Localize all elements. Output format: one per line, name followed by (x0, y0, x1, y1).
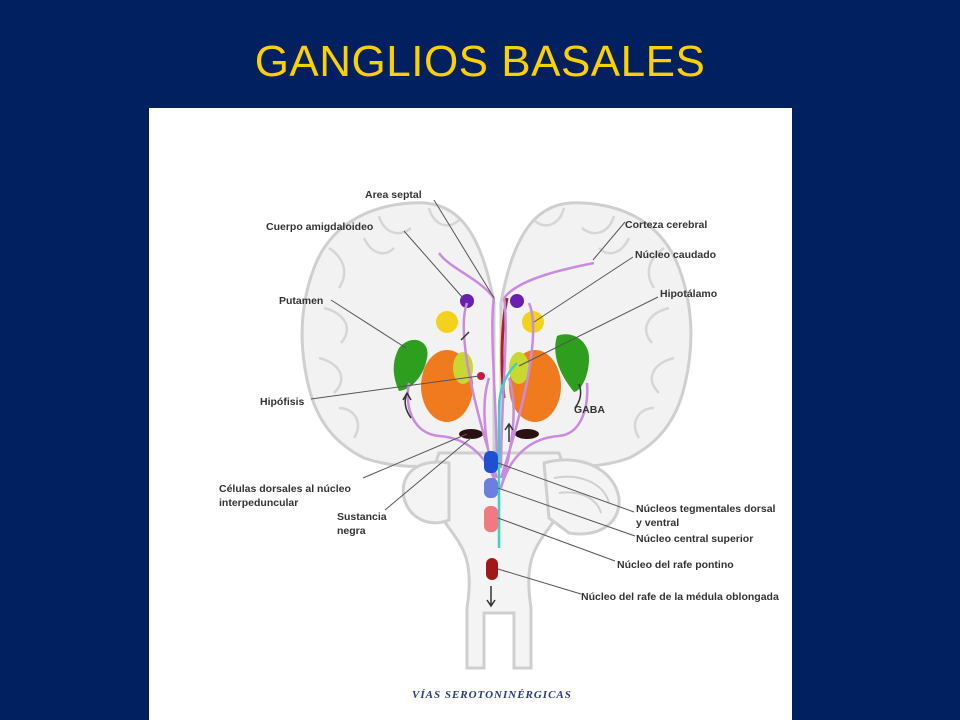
label-putamen: Putamen (279, 295, 323, 307)
putamen-right (555, 334, 589, 392)
purple-pathways (406, 252, 595, 489)
label-nucleo-caudado: Núcleo caudado (635, 249, 716, 261)
teal-pathway (497, 362, 518, 548)
putamen-left (393, 339, 428, 391)
direction-arrows (402, 331, 582, 608)
label-nucleo-rafe-pontino: Núcleo del rafe pontino (617, 559, 734, 571)
hypophysis (477, 372, 485, 380)
label-nucleos-tegmentales-1: Núcleos tegmentales dorsal (636, 503, 776, 515)
label-sustancia-negra-2: negra (337, 525, 366, 537)
brain-diagram-figure: Area septal Cuerpo amigdaloideo Putamen … (149, 108, 792, 720)
label-sustancia-negra-1: Sustancia (337, 511, 387, 523)
label-nucleo-rafe-medula: Núcleo del rafe de la médula oblongada (581, 591, 779, 603)
label-corteza-cerebral: Corteza cerebral (625, 219, 707, 231)
amygdala-left (460, 294, 474, 308)
label-area-septal: Area septal (365, 189, 422, 201)
tegmental-nucleus (484, 451, 498, 473)
slide-title: GANGLIOS BASALES (254, 37, 706, 86)
substantia-nigra-right (515, 429, 539, 439)
caudate-left (436, 311, 458, 333)
central-superior-nucleus (484, 478, 498, 498)
brain-diagram: Area septal Cuerpo amigdaloideo Putamen … (219, 189, 779, 701)
label-hipofisis: Hipófisis (260, 396, 304, 408)
label-cuerpo-amigdaloideo: Cuerpo amigdaloideo (266, 221, 373, 233)
raphe-medulla-nucleus (486, 558, 498, 580)
brainstem (401, 451, 621, 670)
label-nucleo-central-superior: Núcleo central superior (636, 533, 753, 545)
label-celulas-dorsales-1: Células dorsales al núcleo (219, 483, 351, 495)
figure-caption: VÍAS SEROTONINÉRGICAS (412, 689, 572, 701)
amygdala-right (510, 294, 524, 308)
raphe-pontine-nucleus (484, 506, 498, 532)
label-gaba: GABA (574, 404, 605, 416)
substantia-nigra-left (459, 429, 483, 439)
label-hipotalamo: Hipotálamo (660, 288, 717, 300)
hypothalamus-right (509, 352, 529, 384)
label-nucleos-tegmentales-2: y ventral (636, 517, 679, 529)
leader-lines (310, 199, 659, 595)
label-celulas-dorsales-2: interpeduncular (219, 497, 298, 509)
